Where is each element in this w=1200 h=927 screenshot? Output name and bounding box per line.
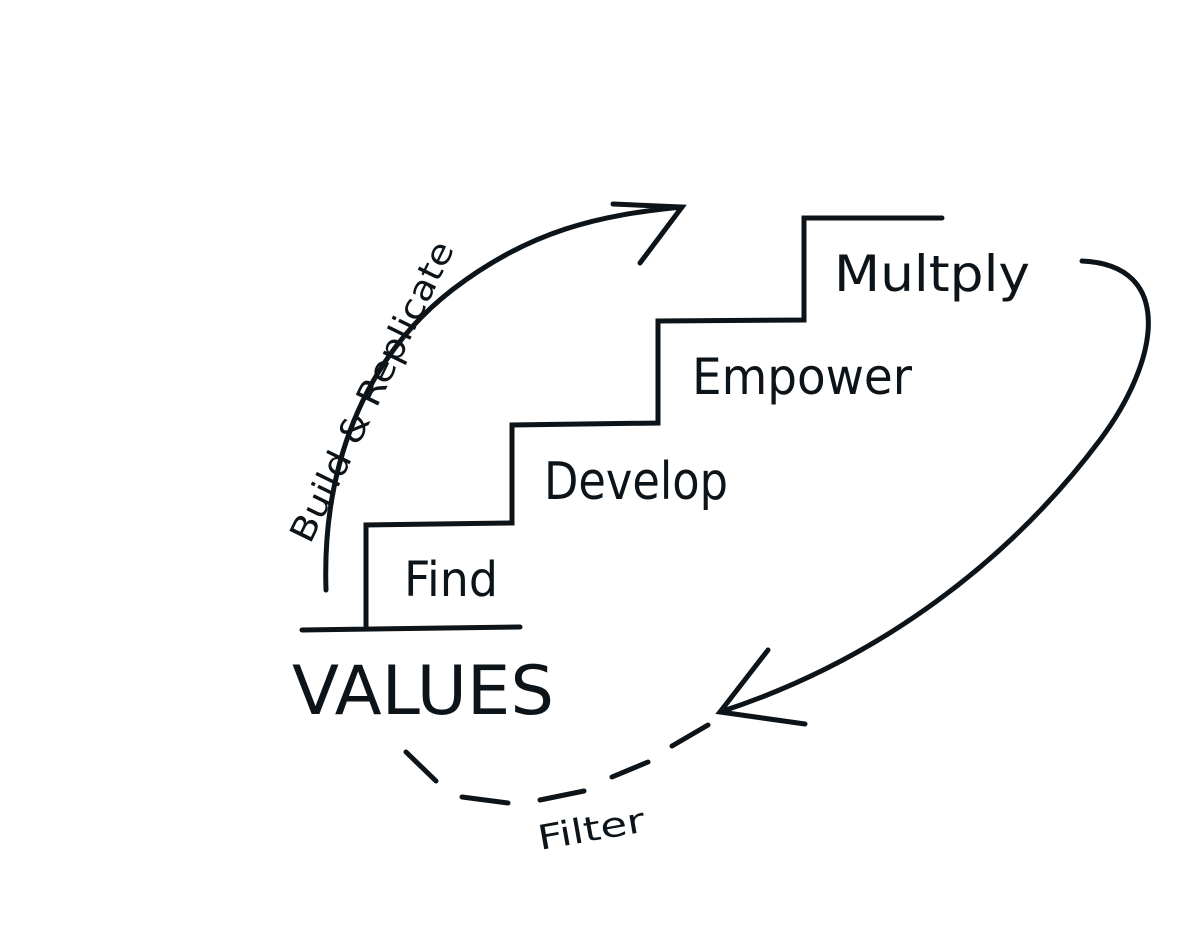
step-empower-label: Empower [692,348,912,406]
values-label: VALUES [292,652,554,731]
step-multiply-label: Multply [834,245,1030,303]
build-replicate-arrow-curve [323,204,685,593]
filter-dashed-path [403,722,711,806]
staircase-line [299,215,945,633]
multiply-return-arrowhead [715,647,808,727]
build-replicate-arrowhead [610,201,687,266]
step-find-label: Find [404,552,498,608]
step-develop-label: Develop [544,452,728,512]
build-replicate-label: Build & Replicate [282,235,463,549]
filter-label: Filter [535,801,648,859]
multiply-return-arrow-curve [717,258,1151,715]
